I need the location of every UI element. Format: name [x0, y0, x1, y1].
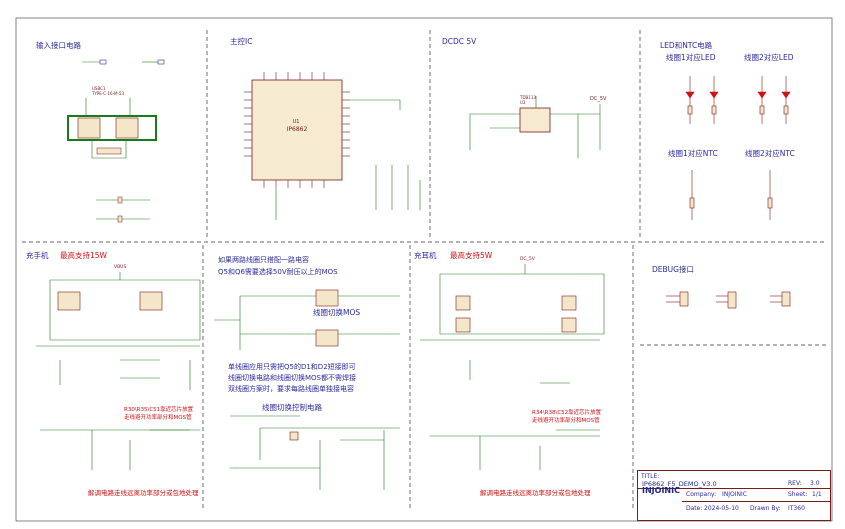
title-block: TITLE: IP6862_F5_DEMO_V3.0 REV: 3.0 INJO… [637, 470, 831, 521]
section-title-led-ntc: LED和NTC电路 [660, 40, 713, 50]
phone-charger-block: VBUS [36, 264, 201, 470]
section-title-main-ic: 主控IC [230, 36, 252, 46]
note-single-coil-3: 双线圈方案时，要求每路线圈单独接电容 [228, 384, 354, 393]
sheet-border [15, 17, 833, 522]
vbus-label: VBUS [114, 264, 126, 270]
coil-switch-mos-block [214, 289, 400, 350]
usb-type: TYPE-C-16-M-53 [91, 91, 124, 96]
dcdc-output-net: DC_5V [590, 96, 607, 102]
note-demod-left: 解调电路走线远离功率部分或包地处理 [88, 488, 199, 497]
title-label: TITLE: [641, 473, 660, 480]
section-dividers [22, 30, 826, 508]
note-r-left-1: R30\R35\C51靠近芯片放置 [124, 405, 194, 413]
date-label: Date: [686, 505, 703, 512]
dcdc-ic-name: TDB113 [519, 95, 536, 100]
section-title-phone: 充手机 [26, 250, 49, 260]
section-subtitle-phone: 最高支持15W [60, 250, 108, 260]
section-title-coil2-led: 线圈2对应LED [744, 52, 794, 62]
label-coil-switch-ctrl: 线圈切换控制电路 [262, 402, 322, 412]
rev-label: REV: [788, 480, 802, 487]
section-title-coil1-ntc: 线圈1对应NTC [668, 148, 718, 158]
company-label: Company: [686, 491, 717, 498]
section-title-input: 输入接口电路 [36, 40, 81, 50]
label-coil-switch-mos: 线圈切换MOS [313, 307, 360, 317]
earbud-dc5v: DC_5V [520, 256, 536, 262]
rev-value: 3.0 [810, 480, 820, 487]
main-ic-block: U1 IP6862 [244, 72, 350, 188]
main-ic-ref: U1 [293, 119, 300, 125]
company-value: INJOINIC [722, 491, 747, 498]
section-title-debug: DEBUG接口 [652, 264, 694, 274]
note-r-left-2: 走线避开功率部分和MOS管 [124, 413, 192, 421]
earbud-charger-block: DC_5V [420, 256, 605, 470]
section-title-coil1-led: 线圈1对应LED [666, 52, 716, 62]
note-mos-1: 如果两路线圈只搭配一路电容 [218, 255, 309, 264]
dcdc-ic-ref: U3 [520, 100, 526, 105]
title-value: IP6862_F5_DEMO_V3.0 [642, 480, 717, 488]
debug-headers [666, 291, 791, 309]
main-ic-name: IP6862 [287, 126, 308, 133]
note-mos-2: Q5和Q6需要选择50V耐压以上的MOS [218, 267, 338, 276]
main-ic-nets [275, 99, 421, 220]
note-r-right-2: 走线避开功率部分和MOS管 [532, 416, 600, 424]
note-r-right-1: R34\R38\C52靠近芯片放置 [532, 408, 602, 416]
drawn-label: Drawn By: [750, 505, 781, 512]
sheet-label: Sheet: [788, 491, 808, 498]
dcdc-block: U3 TDB113 DC_5V [469, 95, 607, 158]
led-ntc-block [685, 76, 791, 220]
drawn-value: IT360 [788, 505, 805, 512]
note-single-coil-2: 线圈切换电路和线圈切换MOS都不需焊接 [228, 373, 356, 382]
note-demod-right: 解调电路走线远离功率部分或包地处理 [480, 488, 591, 497]
section-title-coil2-ntc: 线圈2对应NTC [745, 148, 795, 158]
input-nets [82, 59, 165, 223]
sheet-value: 1/1 [812, 491, 822, 498]
company-logo: INJOINIC [642, 486, 680, 495]
usb-c-connector: USBC1 TYPE-C-16-M-53 [67, 86, 157, 159]
note-single-coil-1: 单线圈应用只需把Q5的D1和D2短接即可 [228, 362, 356, 371]
date-value: 2024-05-10 [704, 505, 739, 512]
usb-ref: USBC1 [92, 86, 106, 91]
section-title-earbud: 充耳机 [414, 250, 437, 260]
section-subtitle-earbud: 最高支持5W [450, 250, 493, 260]
coil-switch-ctrl-block [230, 415, 400, 490]
section-title-dcdc: DCDC 5V [442, 37, 477, 46]
